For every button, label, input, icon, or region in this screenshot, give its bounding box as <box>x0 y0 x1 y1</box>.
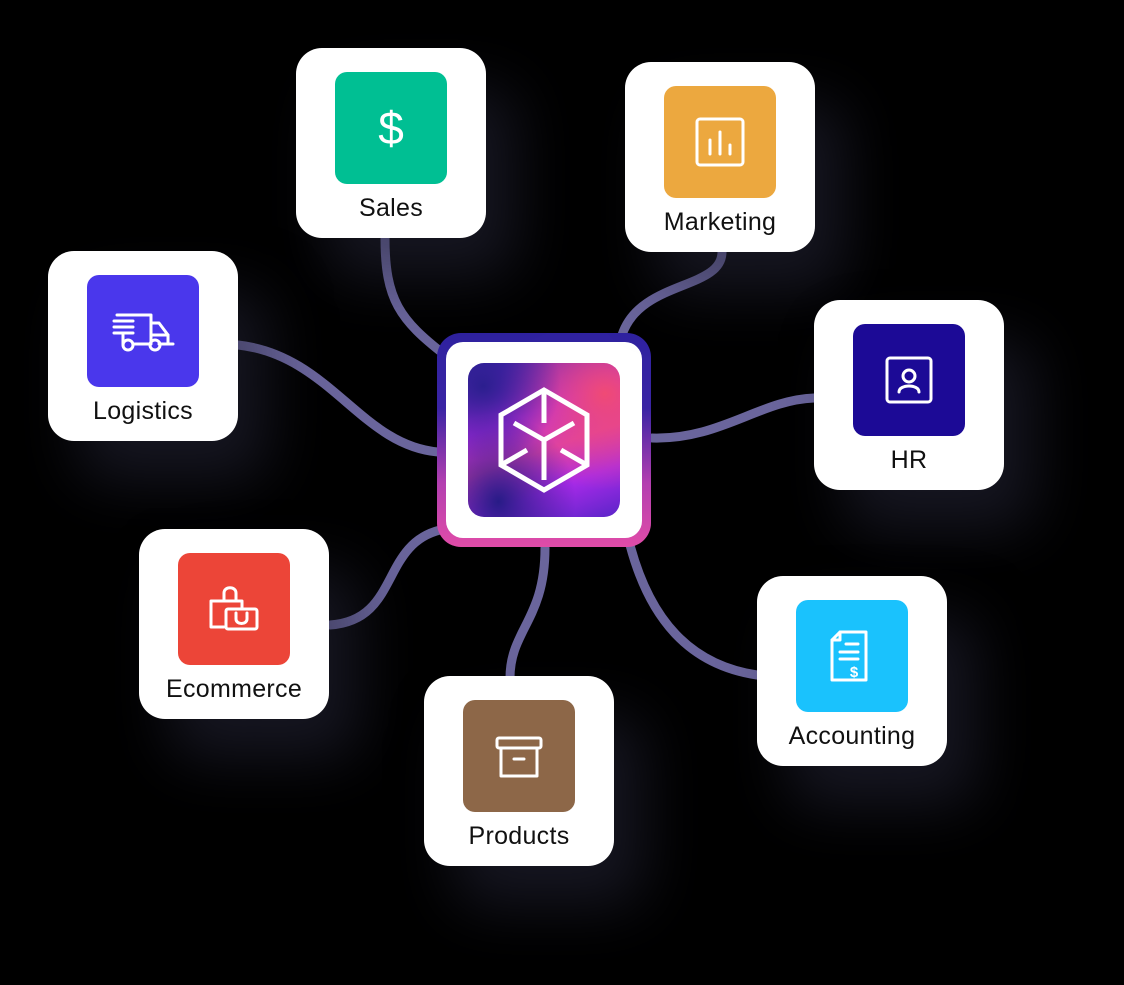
dollar-icon: $ <box>378 102 404 154</box>
bar-chart-icon <box>695 117 745 167</box>
module-label: Sales <box>358 194 424 222</box>
svg-text:$: $ <box>378 102 404 154</box>
connector-hr <box>647 393 819 443</box>
connector-accounting <box>625 540 762 680</box>
connector-logistics <box>233 340 443 457</box>
module-card-logistics[interactable]: Logistics <box>48 251 238 441</box>
module-card-sales[interactable]: $ Sales <box>296 48 486 238</box>
module-card-products[interactable]: Products <box>424 676 614 866</box>
module-label: Accounting <box>788 722 916 750</box>
user-badge-icon <box>885 356 933 404</box>
ecommerce-tile <box>178 553 290 665</box>
accounting-tile: $ <box>796 600 908 712</box>
connector-products <box>505 543 550 683</box>
module-card-accounting[interactable]: $ Accounting <box>757 576 947 766</box>
module-card-hr[interactable]: HR <box>814 300 1004 490</box>
products-tile <box>463 700 575 812</box>
module-label: Logistics <box>93 397 193 425</box>
marketing-tile <box>664 86 776 198</box>
shopping-bags-icon <box>209 586 259 631</box>
sales-tile: $ <box>335 72 447 184</box>
hr-tile <box>853 324 965 436</box>
module-card-ecommerce[interactable]: Ecommerce <box>139 529 329 719</box>
logistics-tile <box>87 275 199 387</box>
delivery-truck-icon <box>112 313 175 352</box>
connector-sales <box>380 233 450 360</box>
module-label: HR <box>890 446 928 474</box>
module-label: Ecommerce <box>165 675 303 703</box>
hub-logo <box>468 363 620 517</box>
svg-text:$: $ <box>850 664 859 681</box>
connector-ecommerce <box>325 525 445 630</box>
module-label: Products <box>468 822 570 850</box>
connector-marketing <box>617 247 727 340</box>
cube-icon <box>498 387 590 493</box>
central-hub[interactable] <box>437 333 651 547</box>
invoice-icon: $ <box>830 630 868 682</box>
module-label: Marketing <box>663 208 777 236</box>
module-card-marketing[interactable]: Marketing <box>625 62 815 252</box>
archive-box-icon <box>495 736 543 778</box>
hub-card <box>446 342 642 538</box>
